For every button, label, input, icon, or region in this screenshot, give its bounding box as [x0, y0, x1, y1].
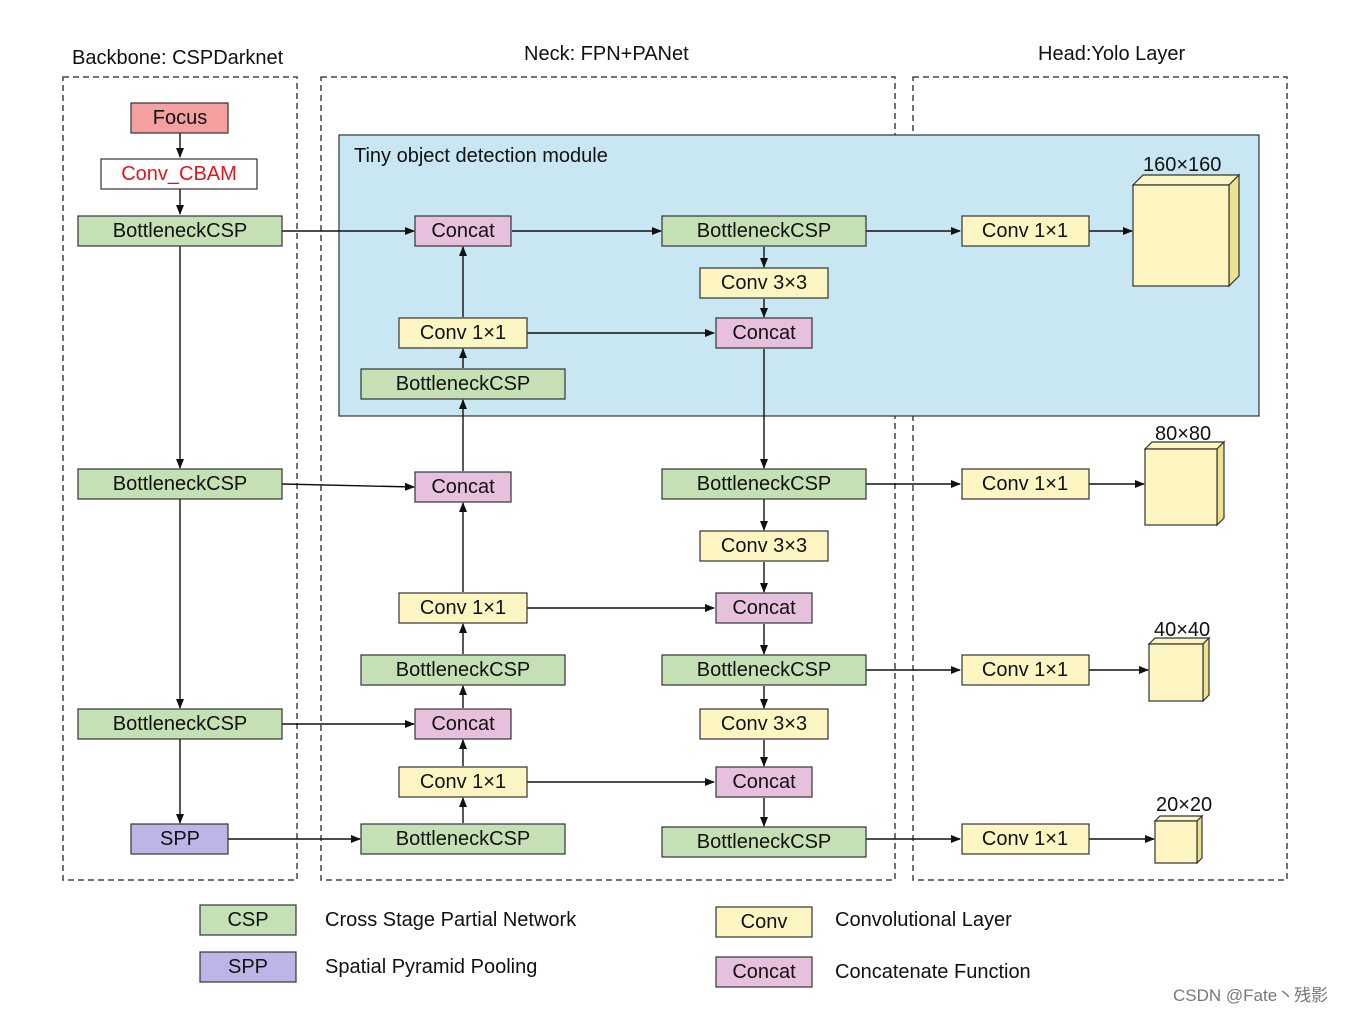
head-nodes: Conv 1×1 Conv 1×1 Conv 1×1 Conv 1×1 [961, 215, 1090, 855]
focus-label: Focus [153, 107, 207, 129]
pan-concat-3-label: Concat [732, 771, 796, 793]
backbone-region [62, 76, 298, 881]
output-cube-160 [1131, 173, 1241, 288]
neck-title: Neck: FPN+PANet [524, 43, 689, 65]
pan-csp-1 [661, 215, 867, 247]
legend-conv-swatch [715, 906, 813, 938]
pan-csp-3 [661, 654, 867, 686]
output-cube-20 [1153, 814, 1204, 865]
backbone-nodes: Focus Conv_CBAM BottleneckCSP Bottleneck… [77, 102, 283, 855]
fpn-conv1x1-2 [398, 592, 528, 624]
output-size-40: 40×40 [1154, 619, 1210, 641]
connectors [176, 133, 1155, 843]
head-conv1x1-1 [961, 215, 1090, 247]
fpn-concat-1-label: Concat [431, 220, 495, 242]
fpn-conv1x1-1-label: Conv 1×1 [420, 322, 506, 344]
output-cube-80 [1143, 440, 1226, 527]
head-conv1x1-3-label: Conv 1×1 [982, 659, 1068, 681]
head-conv1x1-4 [961, 823, 1090, 855]
backbone-csp-3-label: BottleneckCSP [113, 713, 248, 735]
fpn-concat-2 [414, 471, 512, 503]
legend-concat-key: Concat [732, 961, 796, 983]
pan-conv3x3-3 [699, 708, 829, 740]
fpn-csp-1 [360, 368, 566, 400]
fpn-csp-2-label: BottleneckCSP [396, 659, 531, 681]
pan-csp-4 [661, 826, 867, 858]
watermark: CSDN @Fate丶残影 [1173, 986, 1328, 1005]
neck-region [320, 76, 896, 881]
fpn-csp-2 [360, 654, 566, 686]
pan-csp-2-label: BottleneckCSP [697, 473, 832, 495]
pan-concat-3 [715, 766, 813, 798]
pan-conv3x3-2 [699, 530, 829, 562]
pan-conv3x3-3-label: Conv 3×3 [721, 713, 807, 735]
fpn-conv1x1-2-label: Conv 1×1 [420, 597, 506, 619]
pan-concat-2-label: Concat [732, 597, 796, 619]
legend: CSP Cross Stage Partial Network SPP Spat… [199, 904, 1031, 988]
output-size-160: 160×160 [1143, 154, 1221, 176]
legend-conv-desc: Convolutional Layer [835, 909, 1012, 931]
legend-concat-swatch [715, 956, 813, 988]
backbone-title: Backbone: CSPDarknet [72, 47, 284, 69]
backbone-csp-2-label: BottleneckCSP [113, 473, 248, 495]
head-region [912, 76, 1288, 881]
head-conv1x1-1-label: Conv 1×1 [982, 220, 1068, 242]
fpn-concat-3-label: Concat [431, 713, 495, 735]
spp-label: SPP [160, 828, 200, 850]
pan-conv3x3-2-label: Conv 3×3 [721, 535, 807, 557]
fpn-nodes: Concat Conv 1×1 BottleneckCSP Concat Con… [360, 215, 566, 855]
fpn-conv1x1-3 [398, 766, 528, 798]
conv-cbam-block [100, 158, 258, 190]
fpn-concat-2-label: Concat [431, 476, 495, 498]
fpn-conv1x1-3-label: Conv 1×1 [420, 771, 506, 793]
pan-conv3x3-1-label: Conv 3×3 [721, 272, 807, 294]
legend-csp-swatch [199, 904, 297, 936]
backbone-csp-1 [77, 215, 283, 247]
output-cubes [1131, 173, 1241, 865]
pan-csp-4-label: BottleneckCSP [697, 831, 832, 853]
conv-cbam-label: Conv_CBAM [121, 163, 237, 185]
tiny-module-title: Tiny object detection module [354, 145, 608, 167]
legend-csp-key: CSP [227, 909, 268, 931]
legend-csp-desc: Cross Stage Partial Network [325, 909, 577, 931]
backbone-csp-2 [77, 468, 283, 500]
fpn-concat-1 [414, 215, 512, 247]
backbone-csp-1-label: BottleneckCSP [113, 220, 248, 242]
legend-concat-desc: Concatenate Function [835, 961, 1031, 983]
output-size-80: 80×80 [1155, 423, 1211, 445]
spp-block [130, 823, 229, 855]
fpn-csp-3-label: BottleneckCSP [396, 828, 531, 850]
pan-csp-2 [661, 468, 867, 500]
head-title: Head:Yolo Layer [1038, 43, 1185, 65]
pan-conv3x3-1 [699, 267, 829, 299]
fpn-csp-1-label: BottleneckCSP [396, 373, 531, 395]
pan-concat-2 [715, 592, 813, 624]
head-conv1x1-3 [961, 654, 1090, 686]
pan-concat-1-label: Concat [732, 322, 796, 344]
pan-concat-1 [715, 317, 813, 349]
fpn-concat-3 [414, 708, 512, 740]
legend-conv-key: Conv [741, 911, 788, 933]
fpn-conv1x1-1 [398, 317, 528, 349]
legend-spp-desc: Spatial Pyramid Pooling [325, 956, 537, 978]
head-conv1x1-4-label: Conv 1×1 [982, 828, 1068, 850]
backbone-csp-3 [77, 708, 283, 740]
legend-spp-swatch [199, 951, 297, 983]
pan-csp-3-label: BottleneckCSP [697, 659, 832, 681]
output-cube-40 [1147, 636, 1211, 703]
legend-spp-key: SPP [228, 956, 268, 978]
fpn-csp-3 [360, 823, 566, 855]
pan-csp-1-label: BottleneckCSP [697, 220, 832, 242]
head-conv1x1-2 [961, 468, 1090, 500]
head-conv1x1-2-label: Conv 1×1 [982, 473, 1068, 495]
focus-block [130, 102, 229, 134]
output-size-20: 20×20 [1156, 794, 1212, 816]
pan-nodes: BottleneckCSP Conv 3×3 Concat Bottleneck… [661, 215, 867, 858]
